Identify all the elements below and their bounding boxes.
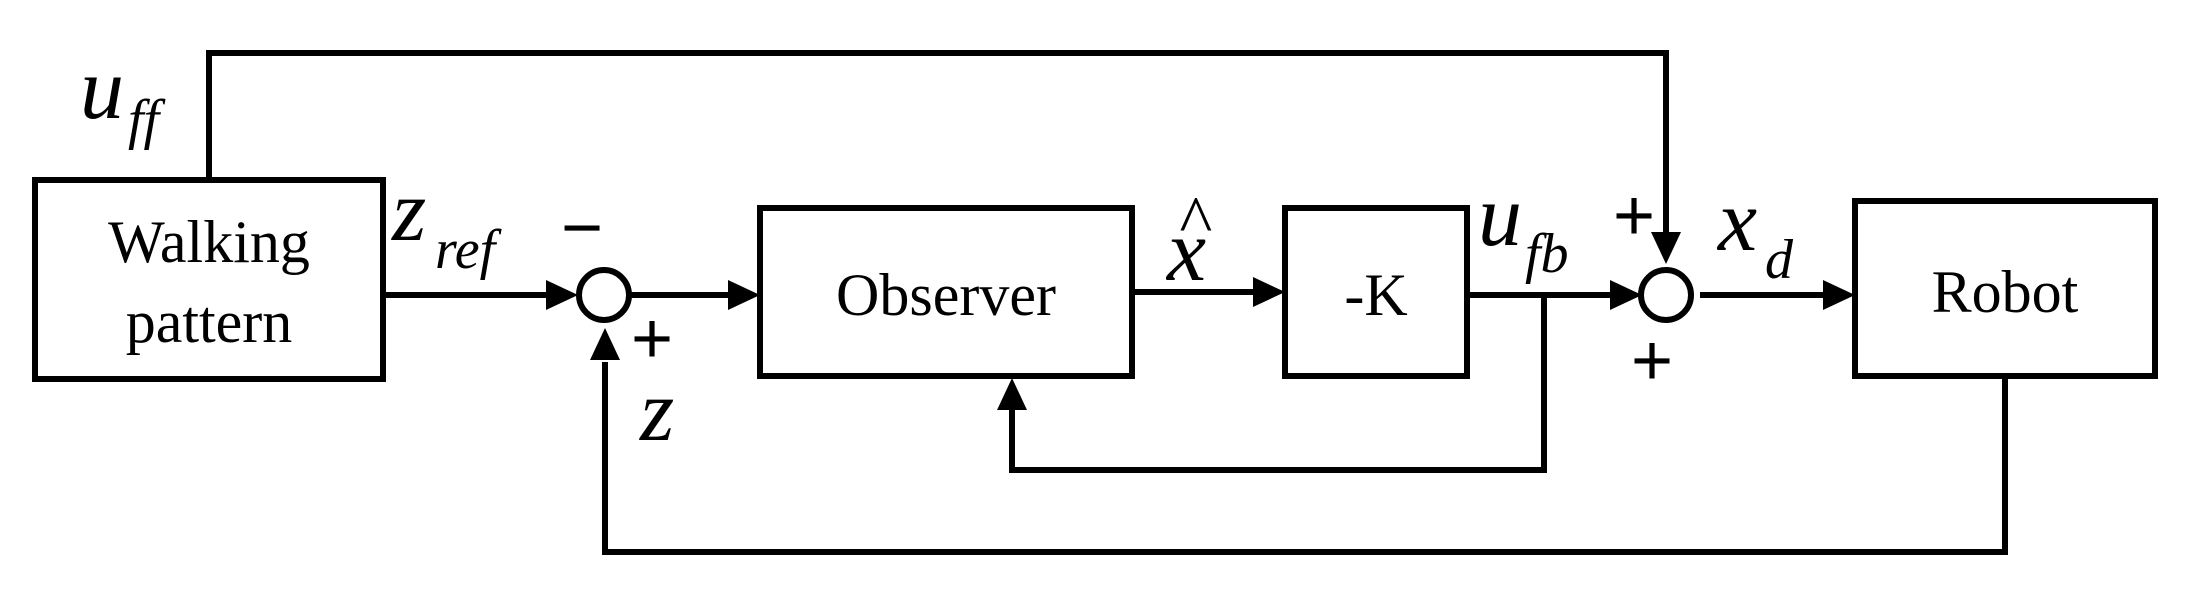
gain-label: -K — [1344, 262, 1407, 328]
arrowhead-into-sum1-bottom — [590, 328, 620, 360]
robot-block: Robot — [1852, 198, 2158, 379]
arrowhead-into-sum1 — [546, 280, 578, 310]
sum1-minus-sign: − — [561, 188, 603, 268]
observer-label: Observer — [836, 262, 1056, 328]
z-main: z — [639, 363, 674, 460]
robot-label: Robot — [1932, 259, 2079, 325]
uff-feedforward-line — [206, 50, 1669, 238]
z-symbol: z — [639, 363, 674, 460]
observer-block: Observer — [757, 205, 1135, 379]
sum2-top-plus-sign: + — [1613, 176, 1655, 256]
arrowhead-into-sum2-left — [1610, 280, 1642, 310]
robot-output-feedback-line — [602, 362, 2008, 555]
xd-symbol: x d — [1716, 173, 1794, 291]
observer-feedback-line — [1009, 295, 1547, 473]
walking-pattern-label-line1: Walking — [108, 209, 310, 275]
sum1-plus-sign: + — [631, 299, 673, 379]
xhat-main: x — [1165, 203, 1206, 300]
summing-junction-1 — [576, 267, 632, 323]
uff-subscript: ff — [128, 89, 167, 151]
zref-main: z — [391, 163, 426, 260]
arrowhead-into-robot — [1823, 280, 1855, 310]
uff-main: u — [80, 41, 124, 138]
arrowhead-into-sum2-top — [1651, 232, 1681, 264]
arrowhead-into-observer-bottom — [997, 378, 1027, 410]
summing-junction-2 — [1638, 267, 1694, 323]
zref-subscript: ref — [435, 219, 503, 281]
xd-main: x — [1716, 173, 1757, 270]
xd-subscript: d — [1765, 229, 1794, 291]
xhat-accent: ^ — [1178, 183, 1212, 260]
uff-symbol: u ff — [80, 41, 167, 151]
gain-block: -K — [1282, 205, 1470, 379]
xhat-symbol: x ^ — [1165, 183, 1212, 300]
sum2-bottom-plus-sign: + — [1631, 321, 1673, 401]
ufb-symbol: u fb — [1478, 168, 1569, 285]
zref-symbol: z ref — [391, 163, 503, 281]
ufb-main: u — [1478, 168, 1522, 265]
walking-pattern-block: Walking pattern — [32, 177, 386, 382]
walking-pattern-label-line2: pattern — [126, 289, 293, 355]
ufb-subscript: fb — [1525, 223, 1569, 285]
arrowhead-into-observer — [728, 280, 760, 310]
arrowhead-into-gain — [1253, 277, 1285, 307]
